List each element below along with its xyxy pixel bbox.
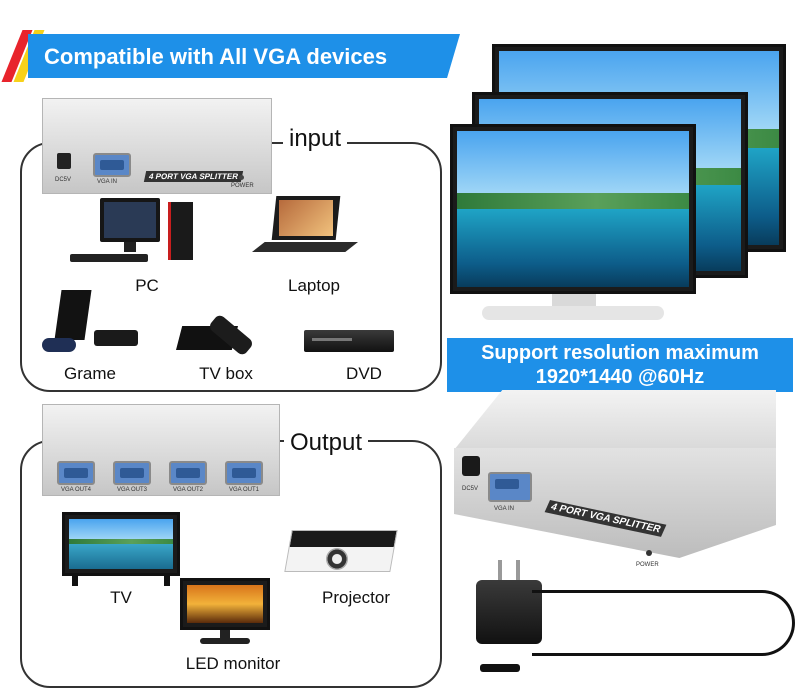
projector-icon (284, 522, 398, 584)
power-led-icon (239, 175, 244, 180)
output-device-label: LED monitor (185, 654, 281, 673)
input-device-label: TV box (199, 364, 253, 383)
input-device-label: DVD (346, 364, 382, 383)
vga-out2-label: VGA OUT2 (173, 487, 204, 493)
dc-label: DC5V (55, 177, 72, 183)
vga-in-label: VGA IN (494, 506, 515, 512)
vga-out4-label: VGA OUT4 (61, 487, 92, 493)
input-device-label: PC (135, 276, 159, 295)
power-adapter-icon (470, 560, 800, 700)
banner-background (28, 34, 460, 78)
vga-out4-port-icon (57, 461, 95, 485)
dc-jack-icon (462, 456, 480, 476)
splitter-brand-label: 4 PORT VGA SPLITTER (143, 171, 244, 182)
game-console-icon (36, 290, 142, 358)
input-device-label: Laptop (288, 276, 340, 295)
tv-icon (62, 512, 180, 586)
output-device-label: Projector (321, 588, 391, 607)
power-led-icon (646, 550, 652, 556)
input-device-label: Grame (64, 364, 116, 383)
vga-in-port-icon (93, 153, 131, 177)
vga-out3-label: VGA OUT3 (117, 487, 148, 493)
dvd-player-icon (304, 330, 396, 354)
monitor-front (450, 124, 696, 294)
vga-out3-port-icon (113, 461, 151, 485)
power-label: POWER (636, 562, 659, 568)
dc-label: DC5V (462, 486, 479, 492)
banner-title: Compatible with All VGA devices (44, 44, 388, 69)
vga-out2-port-icon (169, 461, 207, 485)
pc-icon (70, 198, 196, 266)
power-label: POWER (231, 183, 254, 189)
resolution-caption-box (447, 338, 793, 392)
output-group-title: Output (284, 428, 369, 458)
vga-in-port-icon (488, 472, 532, 502)
dc-jack-icon (57, 153, 71, 169)
laptop-icon (252, 196, 358, 262)
resolution-line-1: Support resolution maximum (481, 342, 759, 364)
vga-out1-port-icon (225, 461, 263, 485)
vga-in-label: VGA IN (97, 179, 118, 185)
output-device-label: TV (110, 588, 132, 607)
splitter-output-device: VGA OUT4 VGA OUT3 VGA OUT2 VGA OUT1 (42, 404, 280, 496)
led-monitor-icon (176, 578, 274, 648)
monitor-base-icon (482, 306, 664, 320)
vga-out1-label: VGA OUT1 (229, 487, 260, 493)
splitter-input-device: DC5V VGA IN 4 PORT VGA SPLITTER POWER (42, 98, 272, 194)
tv-box-icon (176, 312, 276, 358)
monitor-stand-icon (552, 294, 596, 308)
input-group-title: input (283, 124, 348, 154)
splitter-large-device: DC5V VGA IN 4 PORT VGA SPLITTER POWER (454, 390, 776, 576)
resolution-line-2: 1920*1440 @60Hz (535, 366, 705, 388)
